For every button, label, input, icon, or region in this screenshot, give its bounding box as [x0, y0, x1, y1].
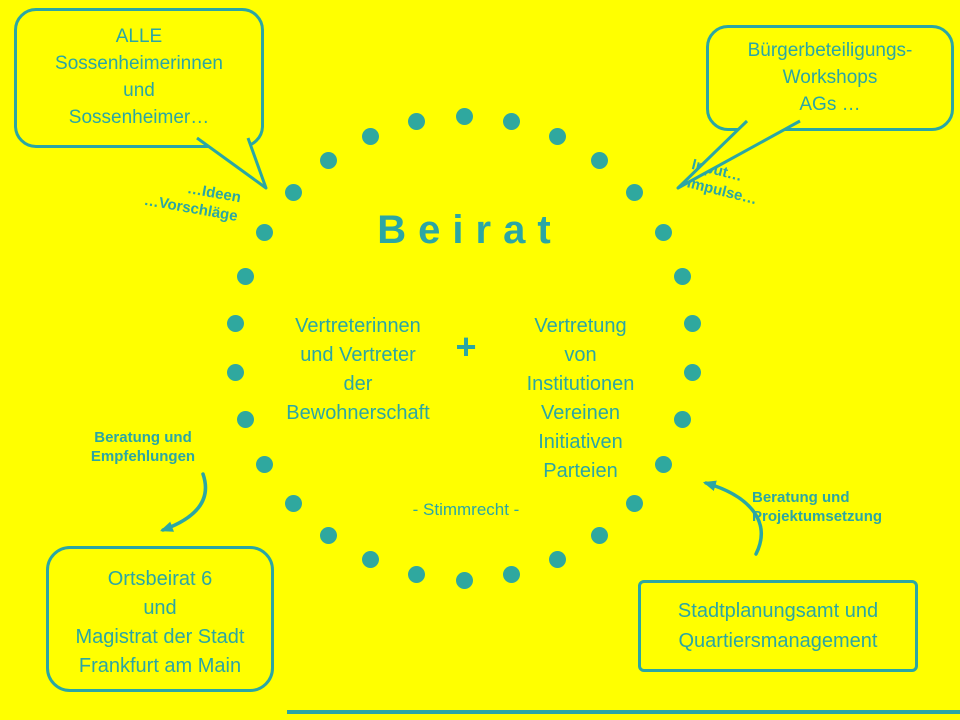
circle-dot — [684, 363, 702, 381]
circle-dot — [284, 184, 302, 202]
circle-dot — [684, 315, 702, 333]
circle-dot — [226, 363, 244, 381]
label-advice-implementation: Beratung und Projektumsetzung — [752, 489, 883, 525]
circle-dot — [590, 527, 608, 545]
circle-dot — [549, 551, 567, 569]
circle-dot — [236, 267, 254, 285]
members-residents-text: Vertreterinnen und Vertreter der Bewohne… — [286, 315, 430, 424]
diagram-title: Beirat — [377, 208, 563, 252]
circle-dot — [674, 411, 692, 429]
circle-dot — [654, 223, 672, 241]
circle-dot — [256, 455, 274, 473]
circle-dot — [549, 127, 567, 145]
label-advice-recommendations: Beratung und Empfehlungen — [90, 429, 196, 465]
circle-dot — [503, 112, 521, 130]
circle-dot — [590, 151, 608, 169]
circle-dot — [503, 566, 521, 584]
circle-dot — [654, 455, 672, 473]
plus-sign: + — [455, 326, 477, 367]
circle-dot — [674, 267, 692, 285]
circle-dot — [320, 527, 338, 545]
voting-right-note: - Stimmrecht - — [412, 500, 520, 519]
circle-dot — [256, 223, 274, 241]
members-institutions-text: Vertretung von Institutionen Vereinen In… — [526, 315, 635, 482]
circle-dot — [455, 571, 473, 589]
circle-dot — [407, 112, 425, 130]
circle-dot — [320, 151, 338, 169]
circle-dot — [236, 411, 254, 429]
circle-dot — [455, 107, 473, 125]
circle-dot — [226, 315, 244, 333]
circle-dot — [407, 566, 425, 584]
speech-bubble-workshops: Bürgerbeteiligungs- Workshops AGs … — [706, 25, 954, 131]
circle-dot — [626, 494, 644, 512]
circle-dot — [626, 184, 644, 202]
box-ortsbeirat-magistrat: Ortsbeirat 6 und Magistrat der Stadt Fra… — [46, 546, 274, 692]
box-stadtplanungsamt: Stadtplanungsamt und Quartiersmanagement — [638, 580, 918, 672]
circle-dot — [361, 551, 379, 569]
bottom-divider — [287, 710, 960, 714]
speech-bubble-residents: ALLE Sossenheimerinnen und Sossenheimer… — [14, 8, 264, 148]
circle-dot — [361, 127, 379, 145]
circle-dot — [284, 494, 302, 512]
curved-arrow-left-icon — [159, 472, 208, 532]
label-input-impulses: Input… Impulse… — [685, 155, 759, 209]
label-ideas-suggestions: …Ideen …Vorschläge — [142, 180, 243, 225]
